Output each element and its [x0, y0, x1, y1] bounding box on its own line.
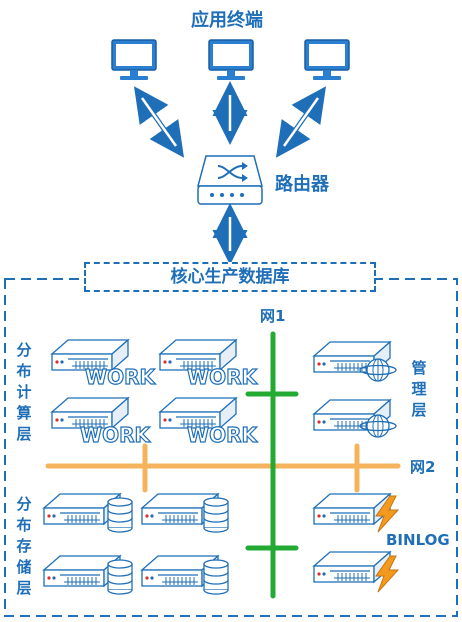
database-server-icon	[141, 493, 229, 533]
database-server-icon	[141, 555, 229, 595]
management-layer-label: 管理层	[410, 358, 428, 421]
work-server-icon: WORK	[51, 339, 157, 390]
layer-label-char: 计	[16, 383, 32, 401]
layer-label-char: 算	[16, 404, 32, 422]
storage-layer-label: 分布存储层	[15, 494, 33, 599]
router-label: 路由器	[275, 174, 329, 195]
work-server-icon: WORK	[51, 397, 152, 448]
net2-label: 网2	[410, 458, 436, 476]
terminals-title: 应用终端	[191, 10, 263, 31]
work-label: WORK	[85, 365, 156, 389]
net1-label: 网1	[260, 307, 286, 325]
layer-label-char: 布	[16, 362, 32, 380]
layer-label-char: 层	[16, 579, 32, 597]
globe-server-icon	[313, 341, 397, 382]
layer-label-char: 层	[16, 425, 32, 443]
work-server-icon: WORK	[159, 339, 259, 390]
core-db-title: 核心生产数据库	[84, 262, 376, 292]
layer-label-char: 理	[411, 380, 427, 398]
layer-label-char: 存	[16, 537, 32, 555]
database-server-icon	[43, 493, 133, 533]
work-label: WORK	[187, 365, 258, 389]
lightning-server-icon	[313, 493, 399, 533]
layer-label-char: 分	[16, 341, 32, 359]
compute-layer-label: 分布计算层	[15, 340, 33, 445]
layer-label-char: 分	[16, 495, 32, 513]
layer-label-char: 布	[16, 516, 32, 534]
net1-line	[245, 331, 299, 599]
binlog-label: BINLOG	[386, 531, 450, 549]
layer-label-char: 储	[16, 558, 32, 576]
work-server-icon: WORK	[159, 397, 259, 448]
work-label: WORK	[80, 423, 151, 447]
globe-server-icon	[313, 399, 397, 438]
router-icon	[197, 155, 263, 205]
layer-label-char: 层	[411, 401, 427, 419]
monitor-icon	[111, 39, 157, 81]
layer-label-char: 管	[411, 359, 427, 377]
monitor-icon	[208, 39, 254, 81]
net2-line	[45, 443, 401, 493]
work-label: WORK	[187, 423, 258, 447]
database-server-icon	[43, 555, 133, 595]
monitor-icon	[304, 39, 350, 81]
lightning-server-icon	[313, 551, 399, 593]
